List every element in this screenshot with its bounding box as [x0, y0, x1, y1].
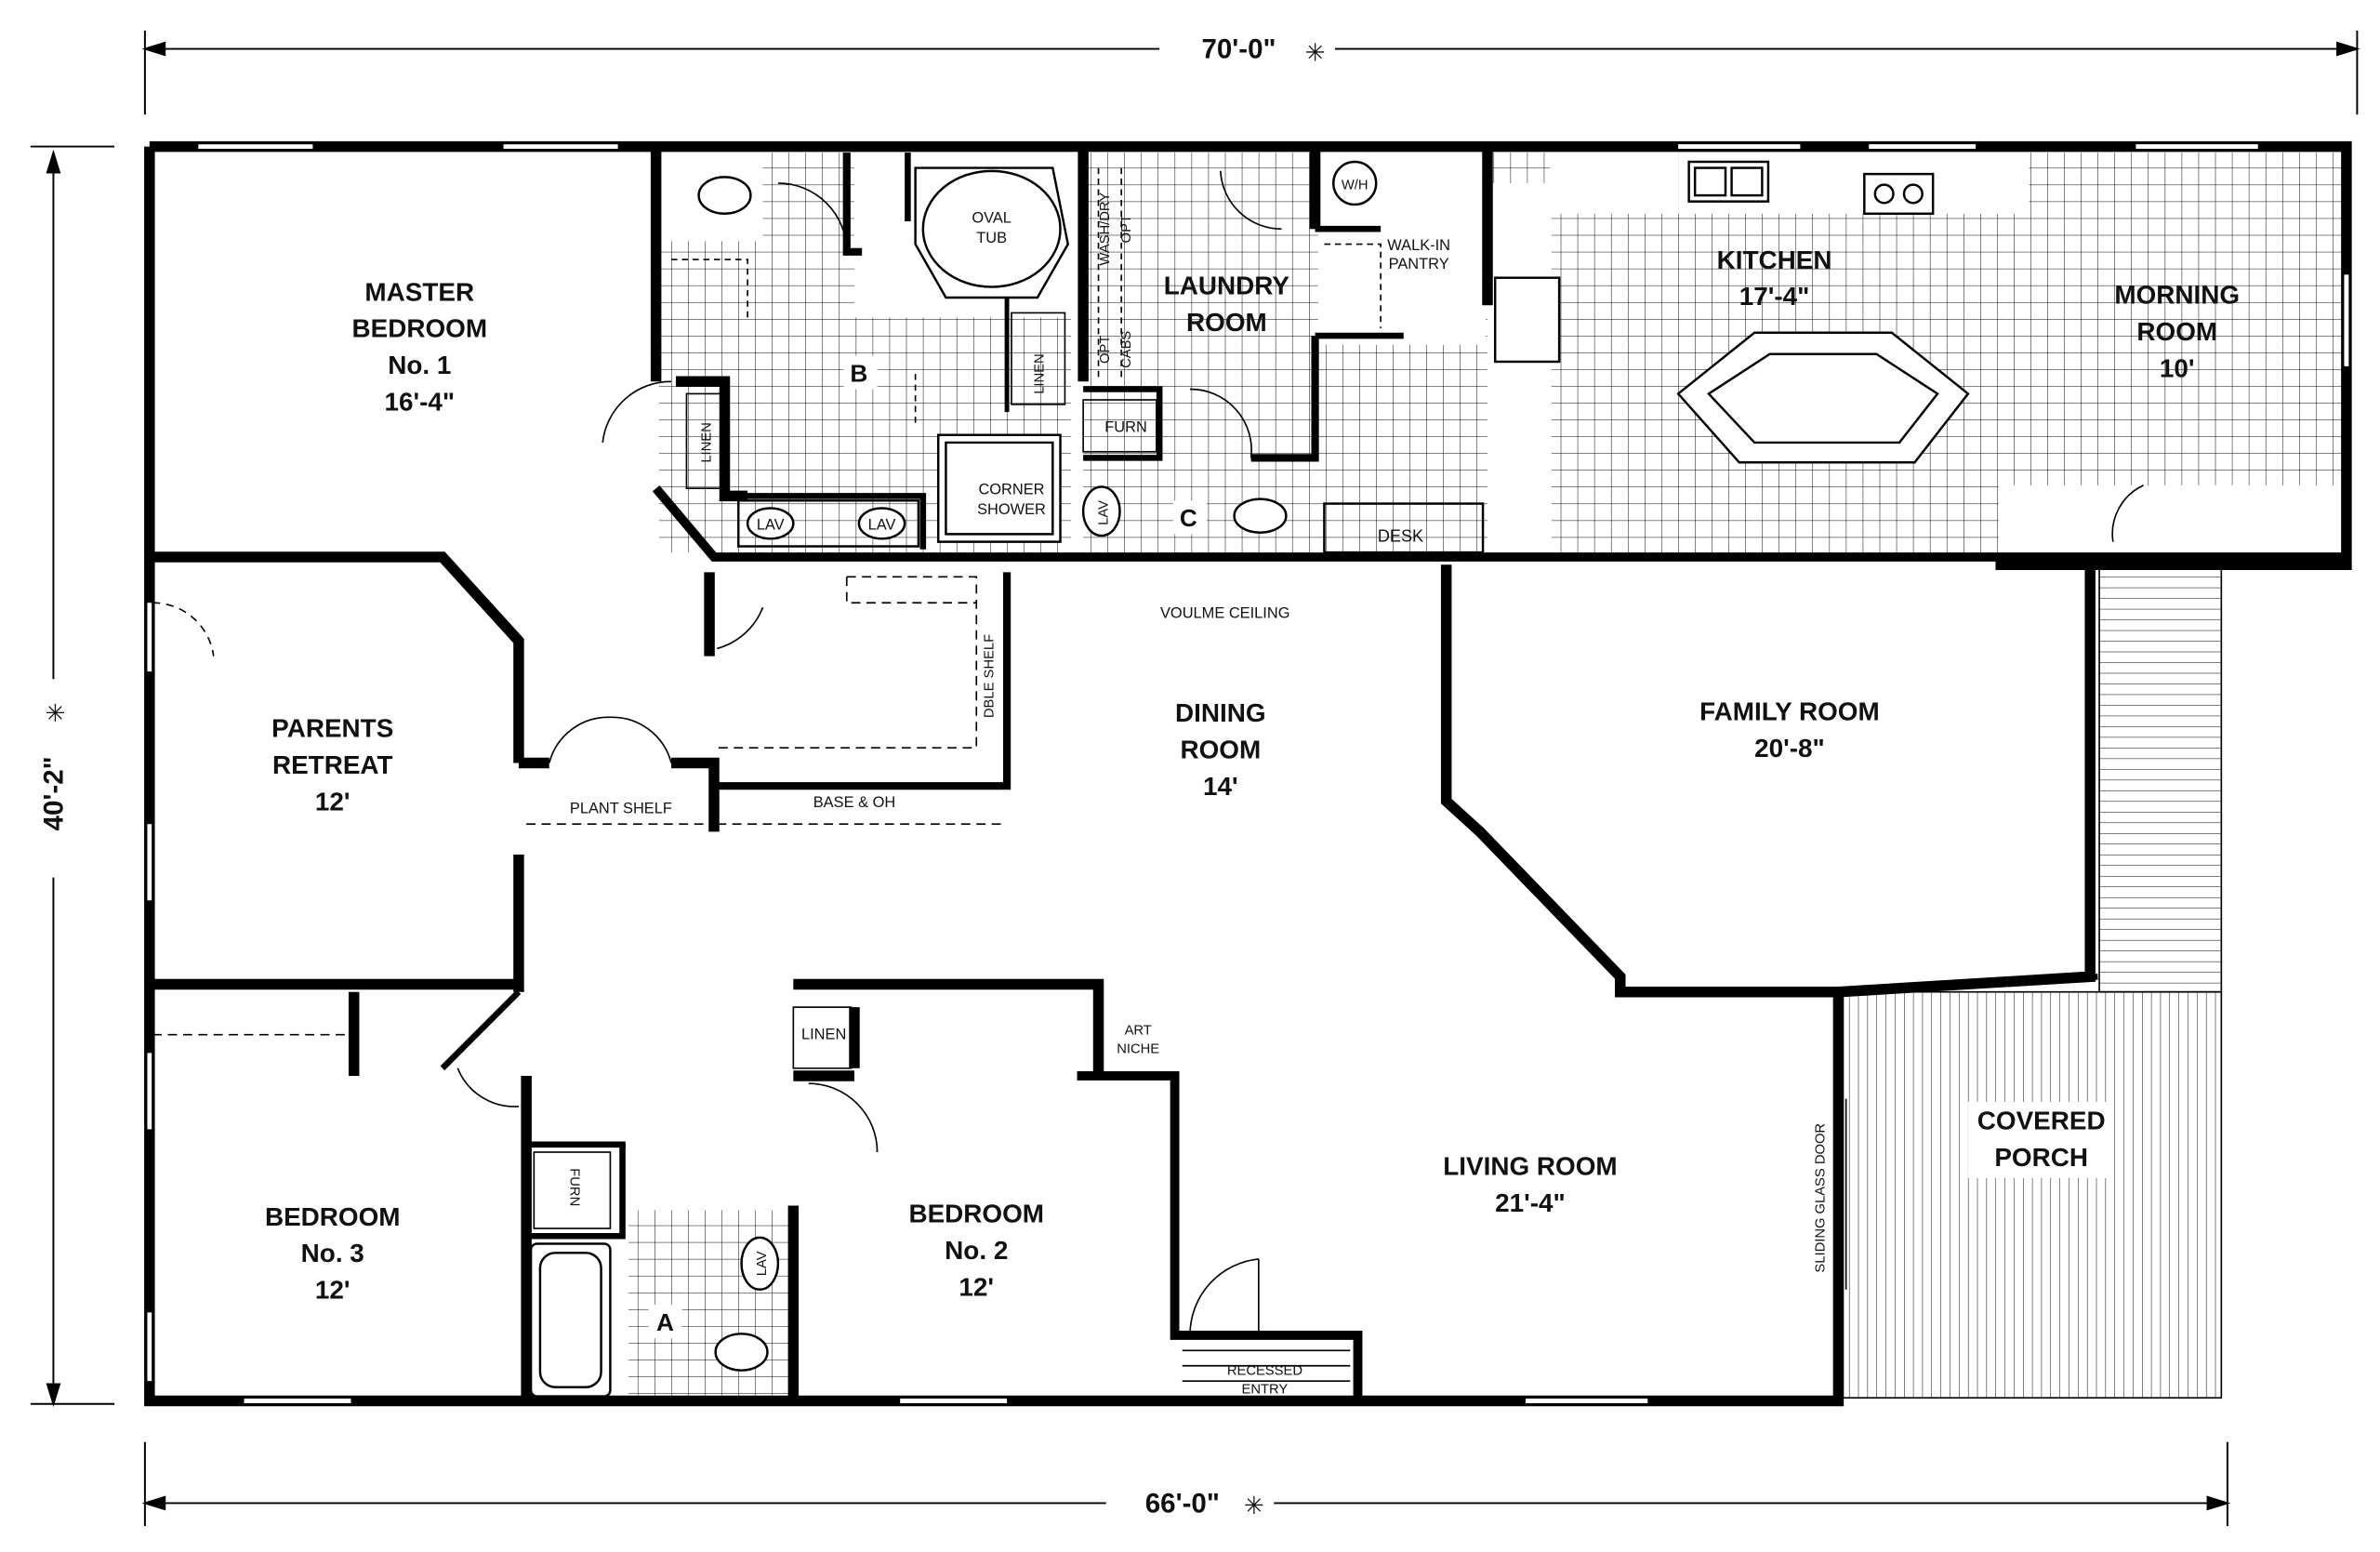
oval-tub-l1: OVAL — [972, 210, 1012, 227]
laundry-l2: ROOM — [1186, 308, 1267, 337]
living-room-l1: LIVING ROOM — [1443, 1152, 1617, 1181]
recessed-entry-l1: RECESSED — [1227, 1364, 1302, 1379]
sliding-glass-door: SLIDING GLASS DOOR — [1814, 1123, 1829, 1273]
fixtures — [529, 160, 1970, 1398]
lav-1: LAV — [757, 516, 785, 533]
master-bedroom-l1: MASTER — [364, 277, 474, 306]
morning-room-l2: ROOM — [2136, 317, 2217, 346]
corner-shower-l1: CORNER — [978, 482, 1044, 498]
living-room-size: 21'-4" — [1495, 1188, 1566, 1217]
covered-porch-floor — [1842, 990, 2223, 1399]
lav-4: LAV — [755, 1251, 770, 1276]
dimension-lines — [30, 30, 2360, 1527]
dining-room-l2: ROOM — [1180, 736, 1261, 764]
corner-shower-l2: SHOWER — [977, 501, 1046, 518]
morning-room-l1: MORNING — [2114, 281, 2240, 310]
family-room-l1: FAMILY ROOM — [1699, 697, 1880, 726]
furn-laundry: FURN — [1104, 418, 1147, 435]
dim-top: 70'-0" — [1201, 33, 1276, 64]
dim-side-marker: ✳ — [42, 702, 70, 723]
opt-cabs-l1: OPT — [1098, 336, 1113, 364]
bedroom3-size: 12' — [315, 1276, 350, 1305]
bedroom3-l1: BEDROOM — [265, 1202, 401, 1231]
kitchen-size: 17'-4" — [1739, 282, 1810, 311]
linen-master: LINEN — [700, 422, 715, 462]
bath-b-label: B — [850, 359, 867, 387]
desk-label: DESK — [1378, 527, 1423, 546]
dim-side: 40'-2" — [38, 756, 69, 830]
dble-shelf: DBLE SHELF — [982, 634, 997, 718]
plant-shelf: PLANT SHELF — [570, 801, 672, 817]
bath-c-label: C — [1180, 504, 1197, 532]
lav-3: LAV — [1096, 500, 1111, 525]
oval-tub-l2: TUB — [976, 230, 1007, 246]
dining-room-size: 14' — [1203, 772, 1238, 801]
art-niche-l1: ART — [1125, 1024, 1152, 1039]
lav-2: LAV — [868, 516, 896, 533]
walk-in-l2: PANTRY — [1389, 256, 1449, 272]
windows — [147, 144, 2349, 1403]
wash-dry: WASH/DRY — [1098, 192, 1113, 266]
bedroom2-l1: BEDROOM — [908, 1200, 1044, 1228]
walk-in-l1: WALK-IN — [1387, 237, 1450, 254]
water-heater: W/H — [1342, 179, 1368, 193]
master-bedroom-l3: No. 1 — [388, 351, 451, 379]
deck — [2098, 566, 2223, 993]
base-oh: BASE & OH — [813, 794, 895, 811]
master-bedroom-size: 16'-4" — [384, 387, 455, 416]
dim-bottom: 66'-0" — [1145, 1488, 1220, 1519]
linen-bath-b: LINEN — [1032, 353, 1047, 393]
dim-top-marker: ✳ — [1305, 39, 1326, 67]
parents-retreat-l2: RETREAT — [272, 750, 393, 779]
bath-a-label: A — [656, 1308, 674, 1336]
covered-porch-l2: PORCH — [1994, 1143, 2088, 1172]
opt-cabs-l2: CABS — [1119, 331, 1134, 368]
covered-porch-l1: COVERED — [1977, 1106, 2106, 1134]
recessed-entry-l2: ENTRY — [1242, 1382, 1289, 1397]
parents-retreat-l1: PARENTS — [271, 714, 393, 743]
bedroom2-l2: No. 2 — [945, 1236, 1008, 1265]
dim-bottom-marker: ✳ — [1244, 1492, 1264, 1519]
bedroom2-size: 12' — [959, 1272, 994, 1301]
furn-hall: FURN — [567, 1168, 582, 1206]
laundry-l1: LAUNDRY — [1164, 272, 1290, 300]
volume-ceiling: VOULME CEILING — [1160, 605, 1290, 622]
morning-room-size: 10' — [2160, 353, 2195, 382]
parents-retreat-size: 12' — [315, 787, 350, 816]
wash-dry-opt: OPT — [1119, 215, 1134, 243]
art-niche-l2: NICHE — [1117, 1041, 1159, 1056]
room-labels: MASTER BEDROOM No. 1 16'-4" PARENTS RETR… — [265, 245, 2240, 1339]
linen-hall: LINEN — [801, 1027, 846, 1043]
fixture-labels: OVAL TUB CORNER SHOWER LAV LAV LAV LAV L… — [567, 179, 1829, 1398]
family-room-size: 20'-8" — [1754, 734, 1825, 763]
kitchen-l1: KITCHEN — [1717, 245, 1832, 274]
dining-room-l1: DINING — [1175, 698, 1266, 727]
master-bedroom-l2: BEDROOM — [351, 314, 487, 343]
bedroom3-l2: No. 3 — [301, 1239, 364, 1267]
